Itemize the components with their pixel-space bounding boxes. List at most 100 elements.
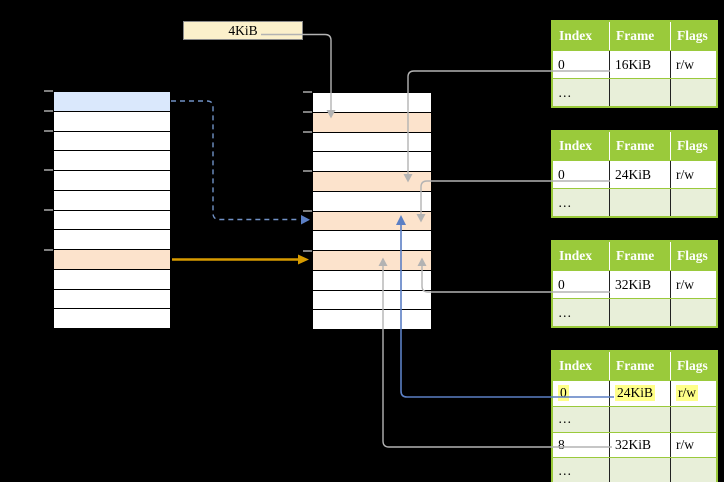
cell-flags <box>670 189 716 216</box>
virtual-page-row <box>54 92 170 111</box>
header-cell-frame: Frame <box>609 132 670 160</box>
frame-table-24kib: Index Frame Flags 0 24KiB r/w … <box>551 130 718 218</box>
cell-frame <box>609 189 670 216</box>
header-cell-index: Index <box>559 28 593 43</box>
tick-mark <box>44 110 53 112</box>
frame-row <box>313 210 431 231</box>
cell-index: 0 <box>558 276 565 292</box>
cell-frame <box>609 406 670 432</box>
table-row: 8 32KiB r/w <box>553 431 716 458</box>
frame-table-header: Index Frame Flags <box>553 352 716 380</box>
cell-index: … <box>558 304 572 320</box>
virtual-page-row <box>54 130 170 151</box>
tick-mark <box>303 131 312 133</box>
frame-table-header: Index Frame Flags <box>553 242 716 270</box>
virtual-page-row <box>54 229 170 249</box>
frame-row <box>313 93 431 112</box>
virtual-page-row <box>54 170 170 190</box>
cell-flags <box>670 406 716 432</box>
table-row: 0 16KiB r/w <box>553 50 716 78</box>
highlighted-value: r/w <box>676 385 698 402</box>
table-row: … <box>553 405 716 432</box>
virtual-page-row <box>54 209 170 230</box>
frame-row <box>313 289 431 310</box>
header-cell-index: Index <box>559 358 593 373</box>
connector-virtual-to-pagetable-dashed <box>171 100 300 221</box>
virtual-page-row <box>54 249 170 269</box>
frame-column-table <box>312 92 432 330</box>
table-row: … <box>553 78 716 106</box>
table-row: … <box>553 457 716 482</box>
virtual-page-row <box>54 288 170 309</box>
highlighted-value: 24KiB <box>615 385 656 402</box>
header-cell-frame: Frame <box>609 352 670 380</box>
cell-flags <box>670 299 716 326</box>
page-size-label: 4KiB <box>228 22 258 38</box>
virtual-page-row <box>54 308 170 328</box>
header-cell-index: Index <box>559 248 593 263</box>
header-cell-flags: Flags <box>670 242 716 270</box>
frame-row <box>313 190 431 211</box>
header-cell-frame: Frame <box>609 22 670 50</box>
virtual-page-row <box>54 150 170 170</box>
frame-table-header: Index Frame Flags <box>553 132 716 160</box>
cell-frame <box>609 79 670 106</box>
cell-index: 8 <box>558 436 565 452</box>
virtual-pages-table <box>53 91 171 329</box>
frame-row <box>313 111 431 132</box>
cell-frame: 32KiB <box>609 432 670 458</box>
frame-row <box>313 151 431 171</box>
cell-index: … <box>558 462 572 478</box>
page-size-badge: 4KiB <box>183 21 303 40</box>
cell-flags: r/w <box>670 161 716 188</box>
cell-flags: r/w <box>670 271 716 298</box>
cell-index: 0 <box>553 381 609 406</box>
cell-index: … <box>558 411 572 427</box>
frame-row <box>313 250 431 270</box>
tick-mark <box>303 250 312 252</box>
tick-mark <box>303 210 312 212</box>
frame-row <box>313 230 431 250</box>
frame-row <box>313 309 431 329</box>
table-row: … <box>553 298 716 326</box>
cell-frame <box>609 458 670 482</box>
virtual-page-row <box>54 189 170 210</box>
header-cell-flags: Flags <box>670 22 716 50</box>
cell-flags <box>670 458 716 482</box>
frame-row <box>313 269 431 290</box>
cell-frame: 24KiB <box>609 161 670 188</box>
cell-index: … <box>558 84 572 100</box>
tick-mark <box>44 90 53 92</box>
cell-index: 0 <box>558 166 565 182</box>
virtual-page-row <box>54 268 170 289</box>
table-row: 0 24KiB r/w <box>553 160 716 188</box>
header-cell-flags: Flags <box>670 132 716 160</box>
header-cell-frame: Frame <box>609 242 670 270</box>
cell-frame: 16KiB <box>609 51 670 78</box>
header-cell-index: Index <box>559 138 593 153</box>
tick-mark <box>44 130 53 132</box>
tick-mark <box>303 111 312 113</box>
cell-frame <box>609 299 670 326</box>
tick-mark <box>303 170 312 172</box>
frame-table-mixed: Index Frame Flags 0 24KiB r/w … 8 32KiB … <box>551 350 718 482</box>
frame-table-32kib: Index Frame Flags 0 32KiB r/w … <box>551 240 718 328</box>
cell-index: … <box>558 194 572 210</box>
header-cell-flags: Flags <box>670 352 716 380</box>
arrowhead-right-icon <box>301 215 310 225</box>
frame-table-header: Index Frame Flags <box>553 22 716 50</box>
tick-mark <box>44 249 53 251</box>
tick-mark <box>44 209 53 211</box>
cell-flags: r/w <box>670 51 716 78</box>
table-row: … <box>553 188 716 216</box>
cell-frame: 24KiB <box>609 381 670 406</box>
cell-flags: r/w <box>670 381 716 406</box>
cell-flags: r/w <box>670 432 716 458</box>
tick-mark <box>303 91 312 93</box>
cell-flags <box>670 79 716 106</box>
cell-index: 0 <box>558 56 565 72</box>
frame-row <box>313 171 431 191</box>
cell-frame: 32KiB <box>609 271 670 298</box>
frame-table-16kib: Index Frame Flags 0 16KiB r/w … <box>551 20 718 108</box>
